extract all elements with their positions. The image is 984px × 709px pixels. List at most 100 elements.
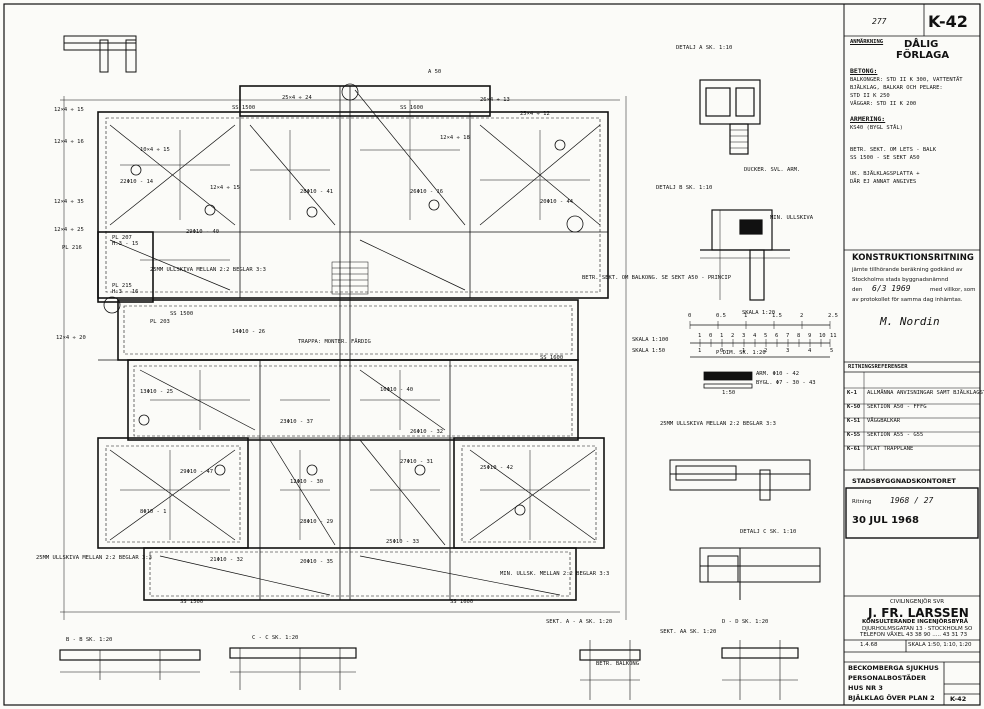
rebar-mark: 23Φ10 - 37: [280, 419, 314, 425]
rebar-mark: H:3 - 15: [112, 241, 139, 247]
insulation-note: MIN. ULLSK. MELLAN 2:2 BEGLAR 3:3: [500, 571, 610, 577]
firm-name: J. FR. LARSSEN: [868, 606, 969, 620]
notes-reinforcement-heading: ARMERING:: [850, 115, 886, 123]
rebar-mark: 21Φ10 - 32: [210, 557, 244, 563]
scale-tick-label: 2: [731, 333, 735, 339]
rebar-mark: 12×4 ÷ 15: [54, 107, 84, 113]
rebar-mark: 12×4 ÷ 25: [54, 227, 84, 233]
notes-heading: ANMÄRKNING: [850, 39, 884, 45]
scale-tick-label: 11: [830, 333, 837, 339]
rebar-mark: 26×4 ÷ 13: [480, 97, 510, 103]
approval-line: jämte tillhörande beräkning godkänd av: [852, 267, 963, 273]
rebar-mark: 12Φ10 - 30: [290, 479, 324, 485]
scale-tick-label: 5: [764, 333, 768, 339]
scale-label: SKALA 1:20: [742, 310, 776, 316]
stamp-date: 30 JUL 1968: [852, 515, 919, 526]
rebar-mark: 12×4 ÷ 20: [56, 335, 86, 341]
project-line: BECKOMBERGA SJUKHUS: [848, 664, 939, 672]
scale-tick-label: 6: [775, 333, 779, 339]
dukning-label: DUCKER. SVL. ARM.: [744, 167, 801, 173]
approval-line: den: [852, 287, 863, 293]
scale-tick-label: 5: [830, 348, 834, 354]
rebar-mark: 14Φ10 - 26: [232, 329, 266, 335]
notes-line: SS 1500 - SE SEKT A50: [850, 155, 920, 161]
scale-tick-label: 7: [786, 333, 790, 339]
balcony-principle-note: BETR. SEKT. OM BALKONG. SE SEKT A50 - PR…: [582, 275, 732, 281]
quality-stamp-line-2: FÖRLAGA: [896, 50, 950, 61]
notes-concrete-line: BJÄLKLAG, BALKAR OCH PELARE:: [850, 85, 943, 91]
sheet-number: K-42: [928, 12, 968, 31]
reference-code: K-1: [847, 390, 857, 396]
beam-label: SS 1600: [400, 105, 424, 111]
rebar-mark: 26Φ10 - 16: [410, 189, 444, 195]
scale-field: SKALA 1:50, 1:10, 1:20: [908, 642, 972, 648]
approval-line: Stockholms stads byggnadsnämnd: [852, 277, 949, 283]
rebar-mark: 29Φ10 - 47: [180, 469, 214, 475]
rebar-mark: SS 1600: [450, 599, 474, 605]
scale-tick-label: 3: [786, 348, 790, 354]
rebar-mark: 10×4 ÷ 15: [140, 147, 170, 153]
section-a-label: SEKT. A - A SK. 1:20: [546, 619, 613, 625]
notes-concrete-line: STD II K 250: [850, 93, 890, 99]
scale-tick-label: 2: [764, 348, 768, 354]
rebar-mark: 27Φ10 - 31: [400, 459, 434, 465]
section-b-label: B - B SK. 1:20: [66, 637, 113, 643]
stamp-handwritten: 1968 / 27: [890, 496, 934, 505]
scale-tick-label: 9: [808, 333, 812, 339]
rebar-mark: 12×4 ÷ 16: [54, 139, 84, 145]
legend-item: ARM. Φ10 - 42: [756, 371, 800, 377]
rebar-mark: PL 216: [62, 245, 82, 251]
reference-text: SEKTION A50 - FFFG: [867, 404, 927, 410]
firm-address: DJURHOLMSGATAN 13 · STOCKHOLM SO: [862, 626, 973, 632]
rebar-mark: 25Φ10 - 33: [386, 539, 420, 545]
insulation-note: 25MM ULLSKIVA MELLAN 2:2 BEGLAR 3:3: [36, 555, 152, 561]
approval-signature: M. Nordin: [880, 315, 940, 328]
scale-tick-label: 4: [753, 333, 757, 339]
rebar-mark: SS 1500: [170, 311, 194, 317]
scale-tick-label: 2: [800, 313, 804, 319]
scale-label: SKALA 1:50: [632, 348, 666, 354]
legend-scale-note: 1:50: [722, 390, 736, 396]
scale-tick-label: 1: [742, 348, 746, 354]
scale-tick-label: 0: [688, 313, 692, 319]
rebar-mark: 25Φ10 - 42: [480, 465, 514, 471]
rebar-mark: 28Φ10 - 41: [300, 189, 334, 195]
section-e-label: SEKT. AA SK. 1:20: [660, 629, 717, 635]
project-line: PERSONALBOSTÄDER: [848, 674, 926, 682]
reference-text: SEKTION A55 - G55: [867, 432, 924, 438]
scale-tick-label: 0.5: [716, 313, 726, 319]
min-ull-label: MIN. ULLSKIVA: [770, 215, 814, 221]
rebar-mark: 12×4 ÷ 18: [440, 135, 470, 141]
scale-tick-label: 8: [797, 333, 801, 339]
scale-tick-label: 3: [742, 333, 746, 339]
scale-tick-label: 1: [698, 348, 702, 354]
reference-text: ALLMÄNNA ANVISNINGAR SAMT BJÄLKLAGSTYPER: [867, 390, 984, 396]
notes-line: UK. BJÄLKLAGSPLATTA +: [850, 171, 920, 177]
insulation-note: 25MM ULLSKIVA MELLAN 2:2 BEGLAR 3:3: [150, 267, 266, 273]
rebar-mark: 16Φ10 - 40: [380, 387, 414, 393]
scale-tick-label: 2.5: [828, 313, 838, 319]
section-marker: A 50: [428, 69, 442, 75]
rebar-mark: 25×4 ÷ 24: [282, 95, 312, 101]
reference-code: K-50: [847, 404, 861, 410]
scale-tick-label: 1: [720, 333, 724, 339]
reference-code: K-61: [847, 446, 861, 452]
rebar-mark: PL 215: [112, 283, 132, 289]
approval-title: KONSTRUKTIONSRITNING: [852, 253, 974, 263]
scale-tick-label: 4: [808, 348, 812, 354]
detail-b-label: DETALJ B SK. 1:10: [656, 185, 713, 191]
stair-label: TRAPPA: MONTER. FÄRDIG: [298, 339, 371, 345]
approval-date: 6/3 1969: [872, 284, 911, 293]
rebar-mark: 28Φ10 - 29: [300, 519, 334, 525]
rebar-mark: 8Φ10 - 1: [140, 509, 167, 515]
stamp-office: STADSBYGGNADSKONTORET: [852, 477, 956, 485]
references-title: RITNINGSREFERENSER: [848, 364, 908, 370]
quality-stamp-line-1: DÅLIG: [904, 39, 939, 50]
reference-text: PLAT TRAPPLANE: [867, 446, 914, 452]
scale-tick-label: 1.5: [772, 313, 782, 319]
rebar-mark: 29Φ10 - 40: [186, 229, 220, 235]
approval-line: med villkor, som: [930, 287, 976, 293]
archive-number: 277: [872, 17, 887, 26]
